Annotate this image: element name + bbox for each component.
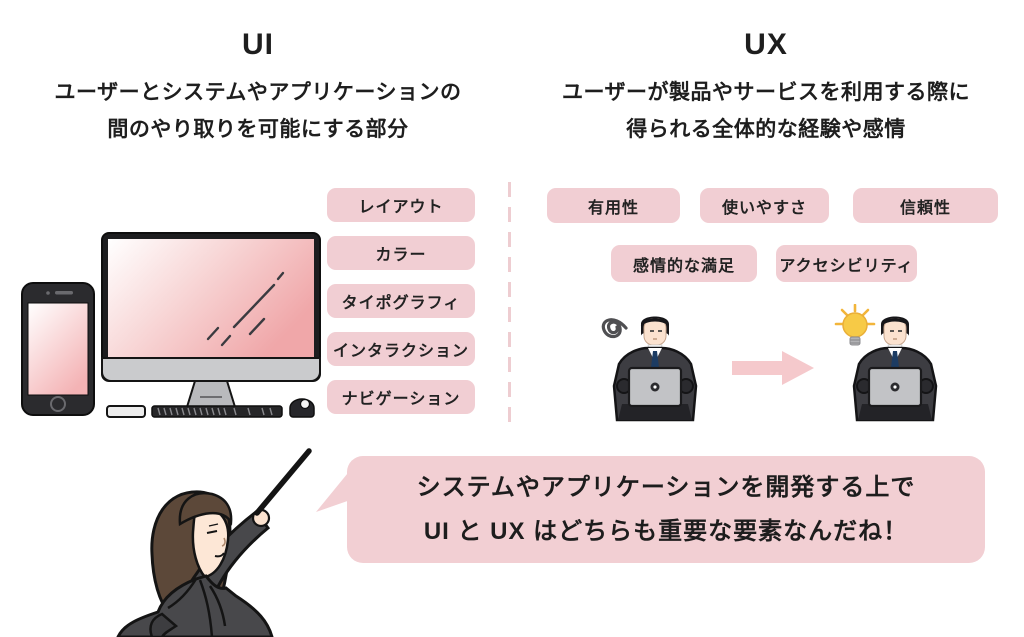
smartphone-and-desktop-icon: [21, 232, 321, 418]
ux-description-line2: 得られる全体的な経験や感情: [626, 118, 906, 141]
ux-badge-usefulness: 有用性: [547, 188, 680, 223]
ui-description: ユーザーとシステムやアプリケーションの 間のやり取りを可能にする部分: [8, 74, 508, 148]
ui-badge-navigation: ナビゲーション: [327, 380, 475, 414]
ui-badge-color: カラー: [327, 236, 475, 270]
lightbulb-icon: [834, 304, 876, 346]
ux-description: ユーザーが製品やサービスを利用する際に 得られる全体的な経験や感情: [520, 74, 1012, 148]
ux-title: UX: [744, 28, 788, 61]
ui-badge-layout: レイアウト: [327, 188, 475, 222]
speech-bubble-tail: [316, 468, 356, 512]
confusion-scribble-icon: [601, 318, 628, 339]
section-divider: [508, 182, 511, 430]
ux-description-line1: ユーザーが製品やサービスを利用する際に: [561, 81, 971, 104]
ux-badge-emotional-satisfaction: 感情的な満足: [611, 245, 757, 282]
speech-bubble: システムやアプリケーションを開発する上で UI と UX はどちらも重要な要素な…: [347, 456, 985, 563]
ui-badge-interaction: インタラクション: [327, 332, 475, 366]
pointer-stick-icon: [254, 448, 312, 516]
ux-badge-accessibility: アクセシビリティ: [776, 245, 917, 282]
arrow-right-icon: [732, 351, 814, 385]
ui-badge-typography: タイポグラフィ: [327, 284, 475, 318]
idea-person-laptop-icon: [834, 304, 938, 422]
ui-description-line2: 間のやり取りを可能にする部分: [107, 118, 409, 141]
presenter-woman-icon: [116, 448, 312, 637]
ux-badge-reliability: 信頼性: [853, 188, 998, 223]
speech-bubble-line1: システムやアプリケーションを開発する上で: [416, 473, 916, 501]
speech-bubble-line2: UI と UX はどちらも重要な要素なんだね！: [423, 517, 909, 545]
confused-person-laptop-icon: [601, 316, 698, 422]
ui-description-line1: ユーザーとシステムやアプリケーションの: [54, 81, 462, 104]
ui-section-header: UI ユーザーとシステムやアプリケーションの 間のやり取りを可能にする部分: [8, 28, 508, 148]
ux-section-header: UX ユーザーが製品やサービスを利用する際に 得られる全体的な経験や感情: [520, 28, 1012, 148]
ux-badge-usability: 使いやすさ: [700, 188, 829, 223]
ui-title: UI: [242, 28, 274, 61]
